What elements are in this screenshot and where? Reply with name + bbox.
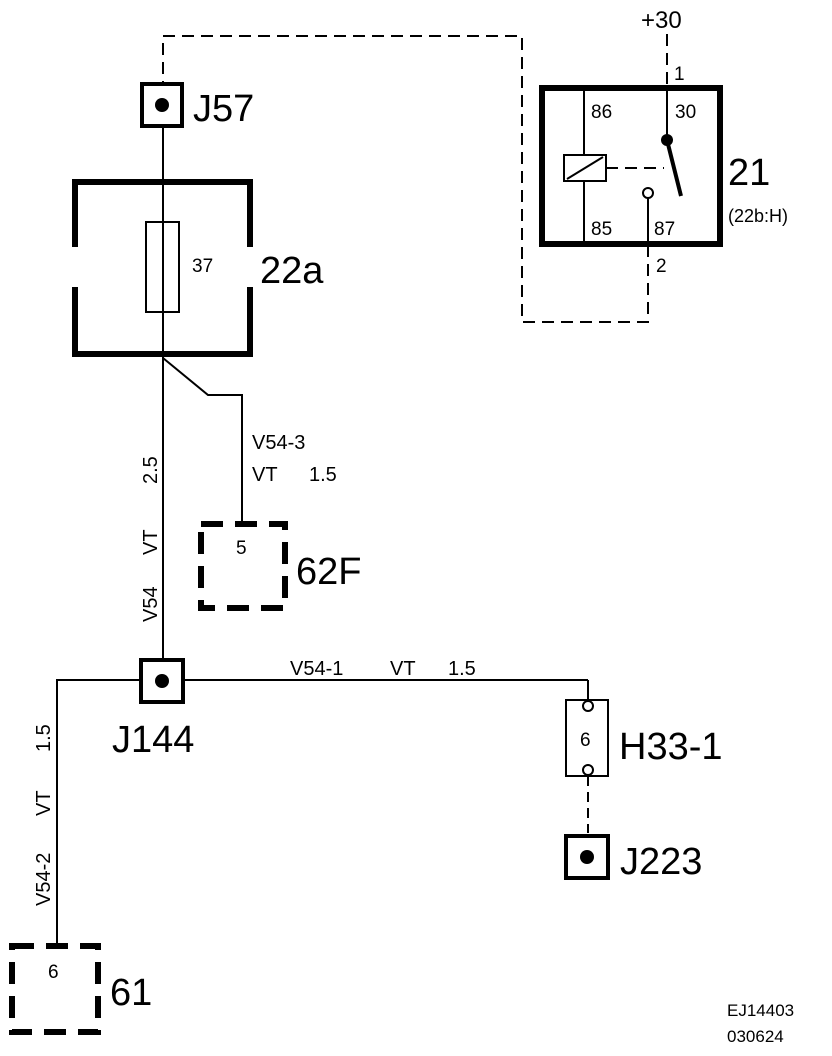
relay-pin-85: 85	[591, 219, 612, 240]
junction-j57-label: J57	[193, 88, 254, 130]
wire-v54-2	[56, 679, 142, 944]
wire-v54-1-size: 1.5	[448, 658, 476, 680]
wire-v54-3	[162, 357, 243, 524]
connector-61-pin: 6	[48, 962, 59, 983]
relay-pin-86: 86	[591, 102, 612, 123]
wire-v54-3-size: 1.5	[309, 464, 337, 486]
wire-v54-main-label: V54 VT 2.5	[140, 456, 162, 622]
relay-pin-30: 30	[675, 102, 696, 123]
wire-v54-2-size: 1.5	[33, 724, 55, 752]
connector-h33-1	[565, 699, 609, 777]
relay-21	[539, 85, 723, 247]
fuse-number: 37	[192, 256, 213, 277]
junction-j144-label: J144	[112, 719, 194, 761]
connector-h33-1-pin: 6	[580, 730, 591, 751]
wire-v54-2-color: VT	[33, 790, 55, 816]
wire-v54-3-id: V54-3	[252, 432, 305, 454]
relay-label: 21	[728, 152, 770, 194]
dashed-control-line	[162, 34, 668, 323]
wire-v54-2-label: V54-2 VT 1.5	[33, 724, 55, 906]
wire-v54-main-id: V54	[140, 586, 162, 622]
relay-switch-arm	[665, 139, 683, 197]
wire-v54-main-color: VT	[140, 529, 162, 555]
connector-62f	[198, 521, 288, 611]
supply-label: +30	[641, 7, 682, 34]
fuse-box-label: 22a	[260, 250, 324, 292]
junction-dot	[580, 850, 594, 864]
wire-v54-1-color: VT	[390, 658, 416, 680]
relay-contact-87	[642, 187, 654, 199]
wire-v54-2-id: V54-2	[33, 853, 55, 906]
wire-v54-main-size: 2.5	[140, 456, 162, 484]
junction-j57	[140, 82, 184, 128]
connector-61	[9, 943, 101, 1035]
wire-v54-1-id: V54-1	[290, 658, 343, 680]
drawing-date: 030624	[727, 1027, 784, 1046]
junction-dot	[155, 98, 169, 112]
connector-h33-1-socket-bottom	[582, 764, 594, 776]
junction-j144	[139, 658, 185, 704]
connector-h33-1-socket-top	[582, 700, 594, 712]
junction-j223-label: J223	[620, 841, 702, 883]
connector-h33-1-label: H33-1	[619, 726, 723, 768]
wires	[56, 88, 668, 944]
junction-j223	[564, 834, 610, 880]
junction-dot	[155, 674, 169, 688]
relay-connector-pin-top: 1	[674, 64, 685, 85]
connector-62f-label: 62F	[296, 551, 361, 593]
drawing-id: EJ14403	[727, 1001, 794, 1020]
relay-reference: (22b:H)	[728, 206, 788, 226]
connector-62f-pin: 5	[236, 538, 247, 559]
wire-v54-3-color: VT	[252, 464, 278, 486]
relay-connector-pin-bottom: 2	[656, 256, 667, 277]
connector-61-label: 61	[110, 972, 152, 1014]
relay-pin-87: 87	[654, 219, 675, 240]
